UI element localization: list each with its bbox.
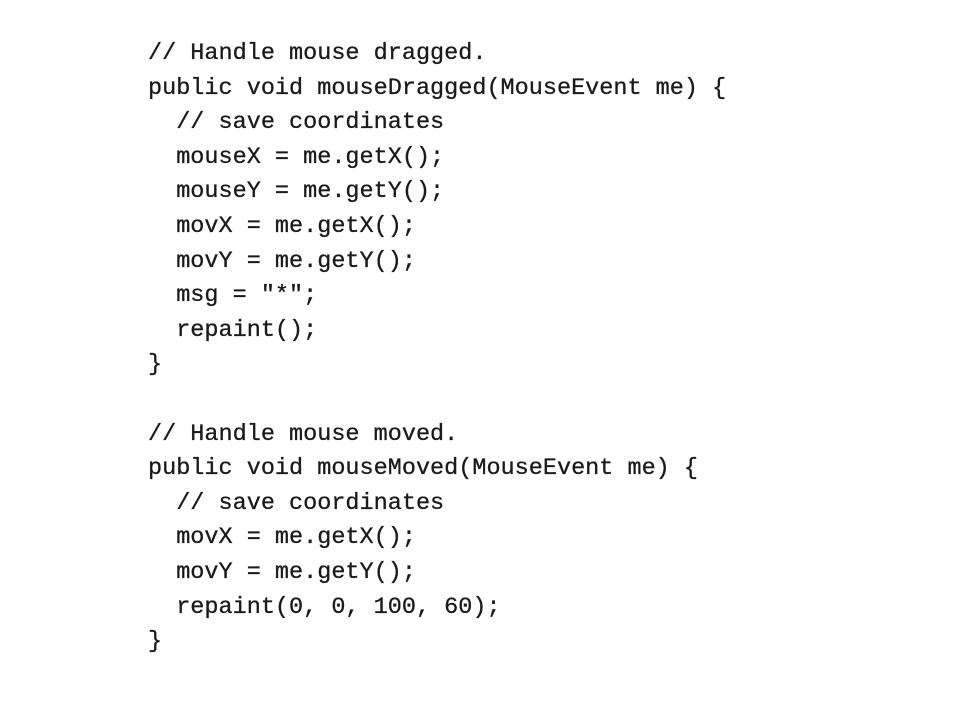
code-statement-line: mouseX = me.getX(); <box>148 143 445 171</box>
closing-brace-line: } <box>148 351 163 379</box>
code-statement-line: repaint(); <box>148 316 318 344</box>
code-statement-line: mouseY = me.getY(); <box>148 178 445 206</box>
blank-line <box>148 383 726 418</box>
code-comment-line: // save coordinates <box>148 109 445 137</box>
code-comment-line: // Handle mouse moved. <box>148 420 459 448</box>
code-comment-line: // Handle mouse dragged. <box>148 40 487 67</box>
code-statement-line: movY = me.getY(); <box>148 558 416 586</box>
code-statement-line: movX = me.getX(); <box>148 212 416 240</box>
closing-brace-line: } <box>148 628 163 656</box>
code-comment-line: // save coordinates <box>148 489 445 517</box>
method-signature-line: public void mouseDragged(MouseEvent me) … <box>148 74 727 102</box>
code-statement-line: movY = me.getY(); <box>148 247 416 275</box>
code-statement-line: movX = me.getX(); <box>148 524 416 552</box>
code-statement-line: msg = "*"; <box>148 282 318 310</box>
method-signature-line: public void mouseMoved(MouseEvent me) { <box>148 455 698 483</box>
code-statement-line: repaint(0, 0, 100, 60); <box>148 593 501 621</box>
code-listing: // Handle mouse dragged. public void mou… <box>148 37 727 660</box>
